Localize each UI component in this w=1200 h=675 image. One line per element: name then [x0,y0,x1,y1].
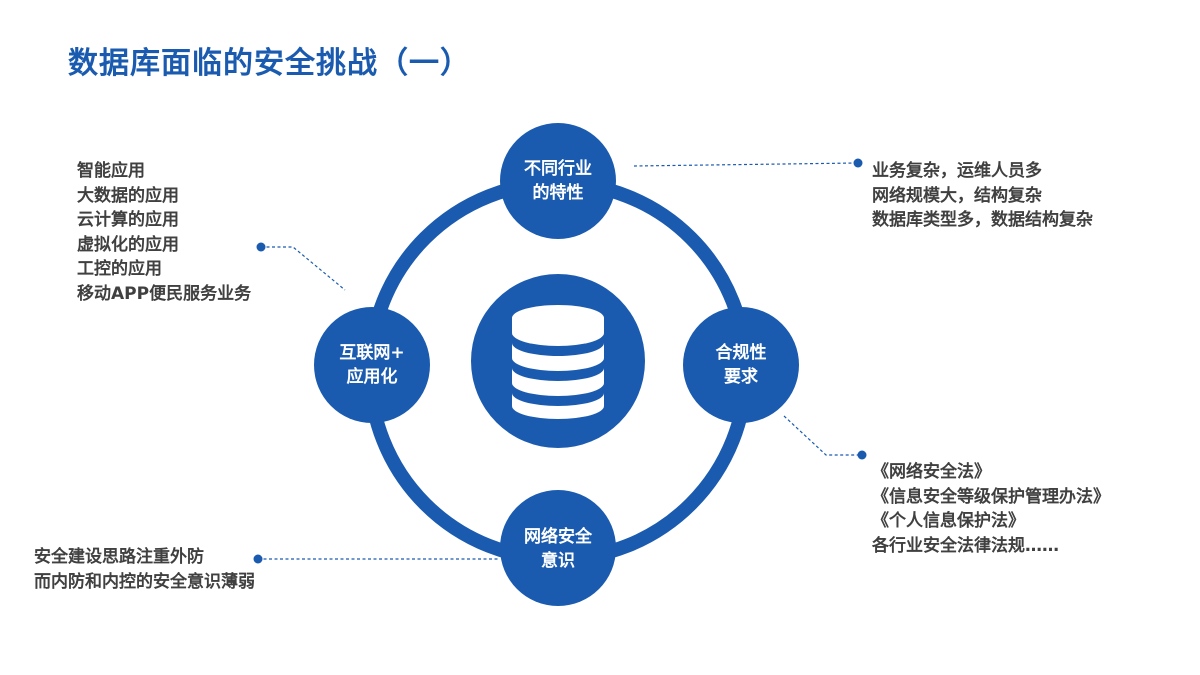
page-title: 数据库面临的安全挑战（一） [68,46,471,81]
node-internet-label: 互联网+ 应用化 [339,341,404,389]
connector-dots [253,158,867,564]
node-top-circle [500,123,616,239]
note-line: 大数据的应用 [77,185,179,206]
node-right-circle [683,307,799,423]
node-internet-line2: 应用化 [346,367,398,387]
note-line: 网络规模大，结构复杂 [872,185,1042,206]
note-line: 各行业安全法律法规…… [872,535,1059,556]
note-line: 业务复杂，运维人员多 [872,161,1042,181]
dot-internet [256,242,266,252]
note-line: 《网络安全法》 [872,462,991,482]
industry-notes: 业务复杂，运维人员多 网络规模大，结构复杂 数据库类型多，数据结构复杂 [872,159,1093,233]
dot-compliance [857,450,867,460]
note-line: 《信息安全等级保护管理办法》 [872,486,1110,507]
node-bottom-circle [500,490,616,606]
node-awareness-line1: 网络安全 [524,527,592,547]
note-line: 智能应用 [77,161,145,181]
internet-notes: 智能应用 大数据的应用 云计算的应用 虚拟化的应用 工控的应用 移动APP便民服… [77,159,251,306]
awareness-notes: 安全建设思路注重外防 而内防和内控的安全意识薄弱 [34,545,255,594]
note-line: 安全建设思路注重外防 [34,547,204,567]
dot-industry [853,158,863,168]
node-compliance-line1: 合规性 [715,343,767,363]
node-industry-line1: 不同行业 [524,159,592,179]
note-line: 工控的应用 [77,259,162,279]
connectors [258,162,862,560]
node-industry-label: 不同行业 的特性 [524,157,592,205]
compliance-notes: 《网络安全法》 《信息安全等级保护管理办法》 《个人信息保护法》 各行业安全法律… [872,460,1110,558]
note-line: 数据库类型多，数据结构复杂 [872,210,1093,230]
node-industry-line2: 的特性 [532,183,584,203]
node-left-circle [314,307,430,423]
node-compliance-line2: 要求 [724,367,758,387]
note-line: 虚拟化的应用 [77,234,179,255]
node-awareness-line2: 意识 [541,551,575,571]
connector-internet [261,246,346,291]
database-icon [512,305,604,419]
node-internet-line1: 互联网+ [339,343,405,363]
node-compliance-label: 合规性 要求 [716,341,767,389]
note-line: 移动APP便民服务业务 [77,283,252,304]
connector-compliance [783,415,862,456]
dot-awareness [253,554,263,564]
note-line: 而内防和内控的安全意识薄弱 [34,571,255,592]
connector-industry [633,162,859,167]
node-awareness-label: 网络安全 意识 [524,525,592,573]
note-line: 《个人信息保护法》 [872,511,1025,531]
note-line: 云计算的应用 [77,210,179,230]
